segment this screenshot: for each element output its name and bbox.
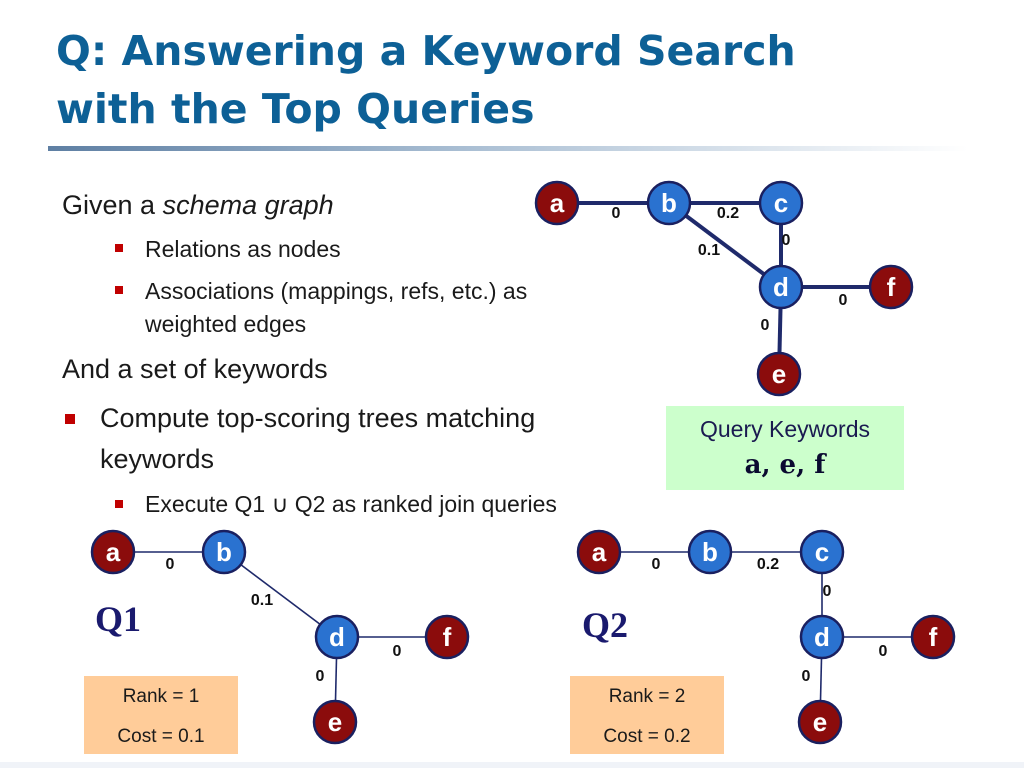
given-line: Given a schema graph: [62, 190, 334, 221]
bullet-square-icon: [115, 244, 123, 252]
schema-node-label-d: d: [773, 272, 789, 302]
schema-edge-b-d: [667, 201, 783, 289]
q1-edge-b-d: [223, 551, 338, 638]
schema-node-label-b: b: [661, 188, 677, 218]
q2-graph: 0 0.2 0 0 0 a b c d f e: [576, 529, 956, 745]
given-italic: schema graph: [162, 190, 334, 220]
q2-node-label-a: a: [592, 537, 607, 567]
bullet-square-icon: [115, 286, 123, 294]
compute-line-2: keywords: [100, 444, 215, 474]
q1-edge-weight-b-d: 0.1: [251, 592, 273, 609]
q1-rank-box: Rank = 1 Cost = 0.1: [84, 676, 238, 754]
q1-node-f: [424, 614, 470, 660]
q2-node-e: [797, 699, 843, 745]
compute-line-1: Compute top-scoring trees matching: [100, 403, 536, 433]
title-divider: [48, 146, 968, 151]
query-keywords-value: a, e, f: [744, 450, 826, 480]
q1-node-b: [201, 529, 247, 575]
q1-node-label-b: b: [216, 537, 232, 567]
q2-node-label-e: e: [813, 707, 827, 737]
q1-edge-weight-a-b: 0: [166, 556, 175, 573]
schema-edge-weight-a-b: 0: [612, 205, 621, 222]
q2-node-label-f: f: [929, 622, 938, 652]
title-line-1: Q: Answering a Keyword Search: [56, 27, 796, 75]
sub-bullet-associations-2: weighted edges: [145, 311, 307, 337]
q2-node-label-d: d: [814, 622, 830, 652]
q1-graph: 0 0.1 0 0 a b d f e: [90, 529, 470, 745]
q1-node-label-a: a: [106, 537, 121, 567]
sub-bullet-relations: Relations as nodes: [145, 236, 341, 262]
q1-cost: Cost = 0.1: [117, 726, 205, 747]
q2-edge-weight-c-d: 0: [823, 583, 832, 600]
schema-node-f: [868, 264, 914, 310]
schema-node-d: [758, 264, 804, 310]
q1-node-label-f: f: [443, 622, 452, 652]
q1-node-label-d: d: [329, 622, 345, 652]
schema-node-label-e: e: [772, 359, 786, 389]
footer-band: [0, 762, 1024, 768]
q1-edge-weight-d-f: 0: [393, 643, 402, 660]
q2-edge-weight-b-c: 0.2: [757, 556, 779, 573]
q2-node-label-c: c: [815, 537, 829, 567]
q2-node-a: [576, 529, 622, 575]
q2-node-c: [799, 529, 845, 575]
q2-node-d: [799, 614, 845, 660]
q2-edge-weight-a-b: 0: [652, 556, 661, 573]
schema-node-c: [758, 180, 804, 226]
schema-node-label-f: f: [887, 272, 896, 302]
schema-edge-weight-c-d: 0: [782, 232, 791, 249]
schema-node-b: [646, 180, 692, 226]
title-line-2: with the Top Queries: [56, 85, 535, 133]
q2-node-f: [910, 614, 956, 660]
schema-edge-weight-d-f: 0: [839, 292, 848, 309]
schema-edge-weight-d-e: 0: [761, 317, 770, 334]
bullet-square-icon: [115, 500, 123, 508]
schema-edge-weight-b-c: 0.2: [717, 205, 739, 222]
schema-node-label-a: a: [550, 188, 565, 218]
q1-edge-weight-d-e: 0: [316, 668, 325, 685]
bullet-square-icon: [65, 414, 75, 424]
q2-rank: Rank = 2: [608, 686, 686, 707]
schema-edge-weight-b-d: 0.1: [698, 242, 720, 259]
q1-rank: Rank = 1: [122, 686, 200, 707]
q1-node-a: [90, 529, 136, 575]
q2-edge-weight-d-f: 0: [879, 643, 888, 660]
q2-rank-box: Rank = 2 Cost = 0.2: [570, 676, 724, 754]
q2-node-b: [687, 529, 733, 575]
q1-node-d: [314, 614, 360, 660]
schema-node-a: [534, 180, 580, 226]
slide-title: Q: Answering a Keyword Search with the T…: [56, 22, 956, 138]
schema-graph: 0 0.2 0.1 0 0 0 a b c d f e: [534, 180, 914, 397]
q2-node-label-b: b: [702, 537, 718, 567]
q1-node-label-e: e: [328, 707, 342, 737]
q2-label: Q2: [582, 605, 629, 645]
execute-line: Execute Q1 ∪ Q2 as ranked join queries: [145, 491, 557, 517]
q1-label: Q1: [95, 599, 142, 639]
sub-bullet-associations-1: Associations (mappings, refs, etc.) as: [145, 278, 528, 304]
q2-cost: Cost = 0.2: [603, 726, 691, 747]
given-prefix: Given a: [62, 190, 163, 220]
q1-node-e: [312, 699, 358, 745]
schema-node-e: [756, 351, 802, 397]
query-keywords-label: Query Keywords: [699, 416, 870, 442]
keywords-line: And a set of keywords: [62, 354, 328, 384]
query-keywords-box: Query Keywords a, e, f: [666, 406, 904, 490]
schema-node-label-c: c: [774, 188, 788, 218]
q2-edge-weight-d-e: 0: [802, 668, 811, 685]
